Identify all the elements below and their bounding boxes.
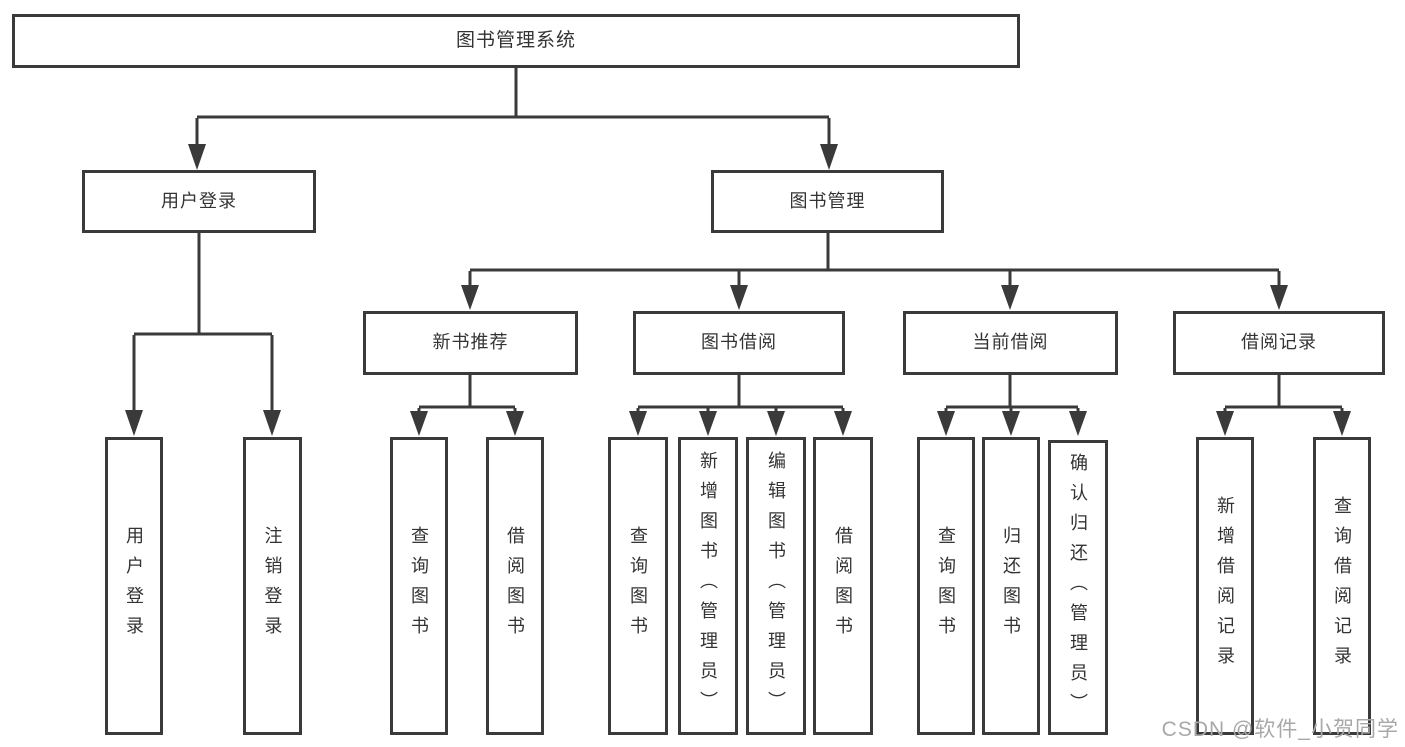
node-borrow-records: 借阅记录 [1173, 311, 1385, 375]
node-user-login: 用户登录 [82, 170, 316, 233]
leaf-borrow-add-book: 新增图书（管理员） [678, 437, 738, 735]
leaf-records-add-record: 新增借阅记录 [1196, 437, 1254, 735]
leaf-current-return-book: 归还图书 [982, 437, 1040, 735]
node-current-borrow: 当前借阅 [903, 311, 1118, 375]
watermark: CSDN @软件_小贺同学 [1161, 718, 1399, 741]
leaf-records-query-record: 查询借阅记录 [1313, 437, 1371, 735]
leaf-newbook-borrow-book: 借阅图书 [486, 437, 544, 735]
node-new-book-recommend: 新书推荐 [363, 311, 578, 375]
leaf-borrow-borrow-book: 借阅图书 [813, 437, 873, 735]
node-root: 图书管理系统 [12, 14, 1020, 68]
leaf-newbook-query-book: 查询图书 [390, 437, 448, 735]
leaf-borrow-query-book: 查询图书 [608, 437, 668, 735]
leaf-borrow-edit-book: 编辑图书（管理员） [746, 437, 806, 735]
leaf-logout: 注销登录 [243, 437, 302, 735]
node-book-borrow: 图书借阅 [633, 311, 845, 375]
leaf-current-confirm-return: 确认归还（管理员） [1048, 440, 1108, 735]
leaf-current-query-book: 查询图书 [917, 437, 975, 735]
leaf-user-login: 用户登录 [105, 437, 163, 735]
node-book-management: 图书管理 [711, 170, 944, 233]
